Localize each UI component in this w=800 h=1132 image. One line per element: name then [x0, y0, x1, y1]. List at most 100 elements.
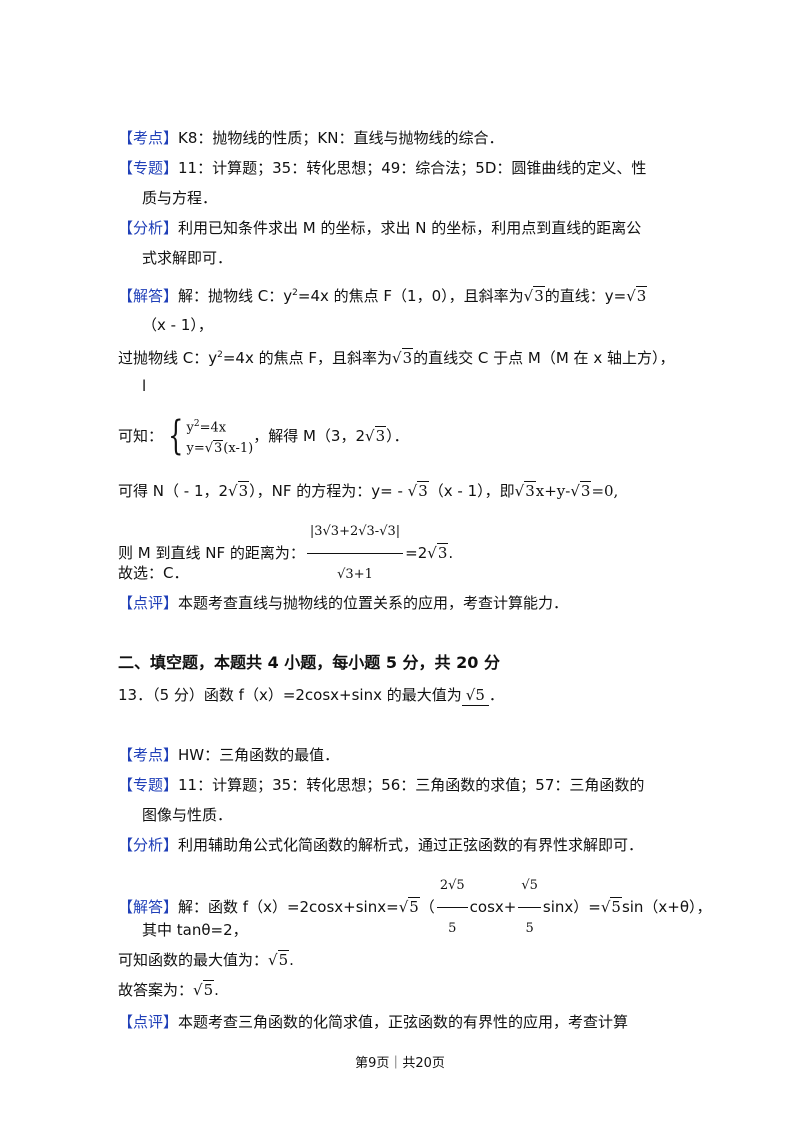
kede-text-d: x+y- — [535, 482, 571, 500]
kezhi-text: 可知函数的最大值为： — [118, 951, 269, 969]
sqrt3: √3 — [392, 348, 414, 367]
kaodian-tag: 【考点】 — [118, 746, 179, 764]
kezhi-end: . — [289, 951, 294, 969]
fraction-2sqrt5-over-5: 2√5 5 — [436, 866, 468, 949]
frac-numerator: 2√5 — [436, 866, 468, 908]
sqrt5: √5 — [193, 980, 215, 999]
ze-line: 则 M 到直线 NF 的距离为：|3√3+2√3-√3| √3+1 =2√3. — [118, 512, 453, 595]
q13-stem-text: 13．（5 分）函数 f（x）=2cosx+sinx 的最大值为 — [118, 686, 462, 704]
jieda-line-2: （x - 1）， — [142, 316, 213, 334]
kaodian-text: HW：三角函数的最值． — [178, 746, 340, 764]
kaodian-line: 【考点】K8：抛物线的性质；KN：直线与抛物线的综合． — [118, 128, 503, 148]
kezhi-text-c: ）． — [386, 427, 409, 445]
guo-text-c: 的直线交 C 于点 M（M 在 x 轴上方）， — [413, 349, 675, 367]
fenxi-tag: 【分析】 — [118, 836, 179, 854]
q13-fenxi-line: 【分析】利用辅助角公式化简函数的解析式，通过正弦函数的有界性求解即可． — [118, 835, 643, 855]
jieda-text-a: 解：抛物线 C：y — [178, 287, 293, 305]
guo-line: 过抛物线 C：y2=4x 的焦点 F，且斜率为√3的直线交 C 于点 M（M 在… — [118, 345, 674, 368]
jieda-text-b: =4x 的焦点 F（1，0），且斜率为 — [297, 287, 524, 305]
q13-zhuanti-line: 【专题】11：计算题；35：转化思想；56：三角函数的求值；57：三角函数的 — [118, 775, 644, 795]
ze-text-a: 则 M 到直线 NF 的距离为： — [118, 544, 305, 562]
dianping-tag: 【点评】 — [118, 594, 179, 612]
kede-text-a: 可得 N（ - 1，2 — [118, 482, 229, 500]
sqrt3: √3 — [407, 481, 429, 500]
jieda-tag: 【解答】 — [118, 898, 179, 916]
guda-line: 故答案为：√5. — [118, 980, 219, 1000]
sys-row2-b: (x-1) — [223, 440, 254, 456]
kede-text-c: （x - 1），即 — [428, 482, 515, 500]
kaodian-tag: 【考点】 — [118, 129, 179, 147]
frac-denominator: 5 — [525, 921, 534, 936]
dianping-line: 【点评】本题考查直线与抛物线的位置关系的应用，考查计算能力． — [118, 593, 568, 613]
zhuanti-tag: 【专题】 — [118, 776, 179, 794]
jieda-line: 【解答】解：抛物线 C：y2=4x 的焦点 F（1，0），且斜率为√3的直线：y… — [118, 283, 648, 306]
exp-2: 2 — [217, 350, 223, 360]
kede-line: 可得 N（ - 1，2√3），NF 的方程为：y= - √3（x - 1），即√… — [118, 481, 618, 501]
paren-open: （ — [419, 898, 435, 916]
q13-zhuanti-line-2: 图像与性质． — [142, 806, 233, 824]
section-heading: 二、填空题，本题共 4 小题，每小题 5 分，共 20 分 — [118, 653, 500, 672]
jieda-text-a: 解：函数 f（x）=2cosx+sinx= — [178, 898, 399, 916]
qizhong-line: 其中 tanθ=2， — [142, 921, 248, 939]
guda-end: . — [214, 981, 219, 999]
answer-blank: √5 — [461, 685, 489, 706]
q13-kaodian-line: 【考点】HW：三角函数的最值． — [118, 745, 339, 765]
fenxi-line: 【分析】利用已知条件求出 M 的坐标，求出 N 的坐标，利用点到直线的距离公 — [118, 218, 641, 238]
kezhi-max-line: 可知函数的最大值为：√5. — [118, 950, 294, 970]
guda-text: 故答案为： — [118, 981, 194, 999]
frac-numerator: |3√3+2√3-√3| — [306, 512, 404, 554]
page-footer: 第9页｜共20页 — [355, 1056, 445, 1071]
answer-value: √5 — [465, 686, 485, 704]
dianping-text: 本题考查直线与抛物线的位置关系的应用，考查计算能力． — [178, 594, 569, 612]
sqrt3: √3 — [228, 481, 250, 500]
kede-text-b: ），NF 的方程为：y= - — [249, 482, 408, 500]
frac-denominator: 5 — [448, 921, 457, 936]
fenxi-line-2: 式求解即可． — [142, 249, 233, 267]
sqrt3: √3 — [626, 286, 648, 305]
sys-row2-a: y= — [186, 440, 205, 456]
jieda-sin: sinx）= — [542, 898, 601, 916]
guo-text-b: =4x 的焦点 F，且斜率为 — [222, 349, 393, 367]
zhuanti-text: 11：计算题；35：转化思想；56：三角函数的求值；57：三角函数的 — [178, 776, 645, 794]
jieda-cos: cosx+ — [469, 898, 517, 916]
kaodian-text: K8：抛物线的性质；KN：直线与抛物线的综合． — [178, 129, 504, 147]
fenxi-tag: 【分析】 — [118, 219, 179, 237]
ze-text-b: =2 — [405, 544, 428, 562]
fenxi-text: 利用辅助角公式化简函数的解析式，通过正弦函数的有界性求解即可． — [178, 836, 644, 854]
jieda-text-c: 的直线：y= — [544, 287, 627, 305]
sys-row1-a: y — [186, 420, 194, 436]
sqrt5: √5 — [268, 950, 290, 969]
stray-mark: l — [142, 377, 147, 395]
sys-row1-b: =4x — [199, 420, 227, 436]
ze-text-c: . — [448, 544, 454, 562]
fraction-sqrt5-over-5: √5 5 — [518, 866, 541, 949]
kede-text-e: =0, — [591, 482, 619, 500]
frac-numerator: √5 — [518, 866, 541, 908]
zhuanti-line-2: 质与方程． — [142, 189, 218, 207]
kezhi-text-a: 可知： — [118, 427, 164, 445]
kezhi-text-b: ，解得 M（3，2 — [253, 427, 366, 445]
q13-stem-end: ． — [488, 686, 504, 704]
zhuanti-line: 【专题】11：计算题；35：转化思想；49：综合法；5D：圆锥曲线的定义、性 — [118, 158, 646, 178]
fenxi-text: 利用已知条件求出 M 的坐标，求出 N 的坐标，利用点到直线的距离公 — [178, 219, 642, 237]
guxuan-line: 故选：C． — [118, 564, 189, 582]
sqrt3: √3 — [570, 481, 592, 500]
zhuanti-tag: 【专题】 — [118, 159, 179, 177]
zhuanti-text: 11：计算题；35：转化思想；49：综合法；5D：圆锥曲线的定义、性 — [178, 159, 647, 177]
q13-dianping-line: 【点评】本题考查三角函数的化简求值，正弦函数的有界性的应用，考查计算 — [118, 1012, 628, 1032]
dianping-text: 本题考查三角函数的化简求值，正弦函数的有界性的应用，考查计算 — [178, 1013, 629, 1031]
sqrt3: √3 — [523, 286, 545, 305]
jieda-end: sin（x+θ）， — [621, 898, 712, 916]
sqrt3: √3 — [514, 481, 536, 500]
distance-fraction: |3√3+2√3-√3| √3+1 — [306, 512, 404, 595]
sqrt5: √5 — [398, 897, 420, 916]
frac-denominator: √3+1 — [337, 567, 373, 582]
sqrt5: √5 — [600, 897, 622, 916]
exp-2: 2 — [292, 288, 298, 298]
dianping-tag: 【点评】 — [118, 1013, 179, 1031]
sqrt3: √3 — [427, 543, 449, 562]
sqrt3: √3 — [365, 426, 387, 445]
